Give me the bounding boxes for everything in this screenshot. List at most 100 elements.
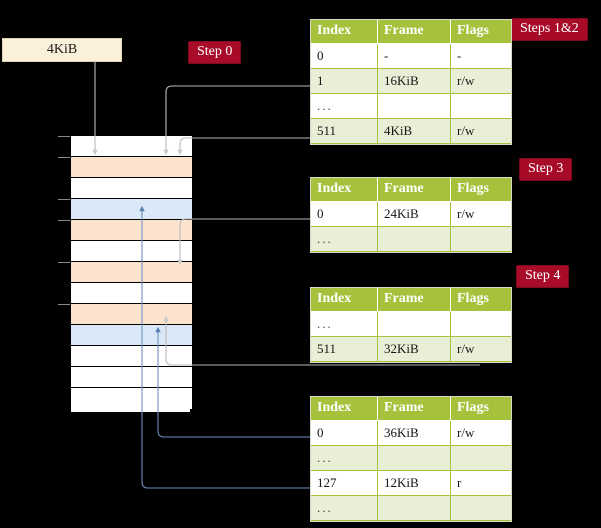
cell-flags — [450, 445, 511, 471]
badge-step-4: Step 4 — [516, 265, 570, 288]
memory-frame-row — [71, 388, 192, 409]
ellipsis-cell: ... — [317, 449, 333, 465]
cell-flags: r/w — [450, 201, 511, 227]
virtual-page-label: 4KiB — [46, 42, 78, 57]
column-header-index: Index — [311, 288, 378, 312]
cell-frame — [377, 495, 451, 521]
cell-frame: - — [377, 43, 451, 69]
memory-frame-row — [71, 136, 192, 157]
cell-index: 0 — [311, 201, 378, 227]
cell-frame — [377, 311, 451, 337]
cell-index: ... — [311, 93, 378, 119]
column-header-frame: Frame — [377, 288, 451, 312]
physical-memory-column — [70, 135, 192, 413]
cell-flags — [450, 226, 511, 252]
cell-flags: r/w — [450, 420, 511, 446]
column-header-frame: Frame — [377, 20, 451, 44]
memory-row-tick — [58, 220, 70, 221]
memory-row-tick — [58, 262, 70, 263]
cell-flags: - — [450, 43, 511, 69]
cell-index: 127 — [311, 470, 378, 496]
cell-frame: 16KiB — [377, 68, 451, 94]
memory-frame-row — [71, 325, 192, 346]
cell-frame: 32KiB — [377, 336, 451, 362]
ellipsis-cell: ... — [317, 315, 333, 331]
column-header-flags: Flags — [450, 288, 511, 312]
cell-flags — [450, 495, 511, 521]
badge-step-3-label: Step 3 — [528, 161, 564, 176]
badge-step-0-label: Step 0 — [197, 44, 233, 59]
cell-flags: r/w — [450, 68, 511, 94]
table-row: 0-- — [311, 43, 511, 69]
badge-steps-1-2-label: Steps 1&2 — [520, 21, 579, 36]
cell-flags — [450, 311, 511, 337]
cell-index: ... — [311, 311, 378, 337]
memory-frame-row — [71, 157, 192, 178]
badge-steps-1-2: Steps 1&2 — [511, 18, 588, 41]
cell-flags: r/w — [450, 336, 511, 362]
cell-index: ... — [311, 495, 378, 521]
cell-index: 511 — [311, 336, 378, 362]
cell-index: 0 — [311, 420, 378, 446]
memory-frame-row — [71, 346, 192, 367]
cell-flags — [450, 93, 511, 119]
cell-frame — [377, 226, 451, 252]
column-header-flags: Flags — [450, 20, 511, 44]
memory-frame-row — [71, 262, 192, 283]
memory-frame-row — [71, 283, 192, 304]
virtual-page-box: 4KiB — [2, 38, 122, 62]
cell-frame: 24KiB — [377, 201, 451, 227]
cell-index: 0 — [311, 43, 378, 69]
table-row: ... — [311, 311, 511, 337]
table-row: ... — [311, 445, 511, 471]
memory-frame-row — [71, 199, 192, 220]
table-row: ... — [311, 93, 511, 119]
memory-frame-row — [71, 178, 192, 199]
memory-row-tick — [58, 304, 70, 305]
ellipsis-cell: ... — [317, 499, 333, 515]
column-header-frame: Frame — [377, 178, 451, 202]
column-header-index: Index — [311, 20, 378, 44]
cell-index: ... — [311, 445, 378, 471]
memory-row-tick — [58, 136, 70, 137]
cell-flags: r — [450, 470, 511, 496]
memory-frame-row — [71, 220, 192, 241]
cell-flags: r/w — [450, 118, 511, 144]
table-row: ... — [311, 495, 511, 521]
column-header-index: Index — [311, 178, 378, 202]
memory-row-tick — [58, 157, 70, 158]
badge-step-3: Step 3 — [519, 158, 573, 181]
cell-frame: 36KiB — [377, 420, 451, 446]
column-header-flags: Flags — [450, 397, 511, 421]
column-header-flags: Flags — [450, 178, 511, 202]
cell-index: ... — [311, 226, 378, 252]
ellipsis-cell: ... — [317, 97, 333, 113]
cell-index: 1 — [311, 68, 378, 94]
memory-frame-row — [71, 241, 192, 262]
column-header-frame: Frame — [377, 397, 451, 421]
badge-step-0: Step 0 — [188, 41, 242, 64]
memory-row-tick — [58, 199, 70, 200]
memory-frame-row — [71, 367, 192, 388]
cell-frame: 4KiB — [377, 118, 451, 144]
cell-frame: 12KiB — [377, 470, 451, 496]
column-header-index: Index — [311, 397, 378, 421]
table-row: ... — [311, 226, 511, 252]
badge-step-4-label: Step 4 — [525, 268, 561, 283]
cell-frame — [377, 93, 451, 119]
cell-frame — [377, 445, 451, 471]
